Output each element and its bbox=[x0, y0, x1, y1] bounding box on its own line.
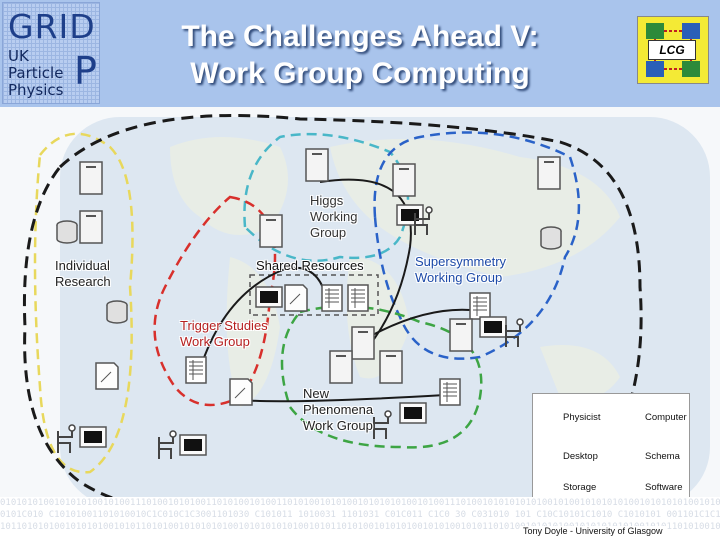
desktop-icon bbox=[479, 316, 507, 338]
slide-title-line1: The Challenges Ahead V: bbox=[181, 20, 539, 53]
desktop-icon bbox=[79, 426, 107, 448]
schema-icon bbox=[185, 356, 207, 384]
computer-icon bbox=[79, 161, 103, 195]
desktop-icon bbox=[179, 434, 207, 456]
computer-icon bbox=[329, 350, 353, 384]
new-phenomena-work-group-region bbox=[280, 305, 483, 449]
binary-line-3: 1011010101001010101001010110101001010101… bbox=[0, 522, 720, 532]
slide-credit: Tony Doyle - University of Glasgow bbox=[520, 526, 666, 536]
software-icon bbox=[229, 378, 253, 406]
legend-desktop-label: Desktop bbox=[563, 451, 598, 462]
computer-icon bbox=[537, 156, 561, 190]
legend-storage-label: Storage bbox=[563, 482, 597, 493]
gridpp-logo-physics: Physics bbox=[8, 81, 64, 99]
workgroup-diagram bbox=[22, 114, 643, 520]
legend-computer-label: Computer bbox=[645, 412, 687, 423]
trigger-studies-label: Trigger Studies Work Group bbox=[180, 318, 268, 349]
physicist-icon bbox=[57, 424, 76, 454]
schema-icon bbox=[321, 284, 343, 312]
arrow-higgs-to-newphen bbox=[319, 178, 412, 348]
header-bar: GRID UK Particle Physics P The Challenge… bbox=[0, 0, 720, 107]
gridpp-logo-grid-text: GRID bbox=[8, 7, 96, 46]
computer-icon bbox=[79, 210, 103, 244]
computer-icon bbox=[379, 350, 403, 384]
arrow-trigger-to-newphen bbox=[239, 394, 446, 403]
physicist-icon bbox=[373, 410, 392, 440]
gridpp-logo-p-letter: P bbox=[74, 49, 97, 93]
physicist-icon bbox=[158, 430, 177, 460]
schema-icon bbox=[347, 284, 369, 312]
trigger-studies-work-group-region bbox=[153, 195, 277, 407]
computer-icon bbox=[259, 214, 283, 248]
desktop-icon bbox=[255, 286, 283, 308]
software-icon bbox=[284, 284, 308, 312]
supersymmetry-working-group-label: Supersymmetry Working Group bbox=[415, 254, 507, 285]
storage-icon bbox=[106, 300, 128, 324]
legend-software-label: Software bbox=[645, 482, 683, 493]
legend-physicist-label: Physicist bbox=[563, 412, 601, 423]
desktop-icon bbox=[396, 204, 424, 226]
new-phenomena-label: New Phenomena Work Group bbox=[303, 386, 374, 433]
legend-schema-label: Schema bbox=[645, 451, 680, 462]
binary-line-2: 0101C010 C10101001101010010C1C010C1C3001… bbox=[0, 510, 720, 520]
supersymmetry-working-group-region bbox=[373, 131, 581, 360]
computer-icon bbox=[305, 148, 329, 182]
higgs-working-group-label: Higgs Working Group bbox=[310, 193, 358, 240]
gridpp-logo-particle: Particle bbox=[8, 64, 64, 82]
lcg-logo-label: LCG bbox=[648, 40, 696, 60]
storage-icon bbox=[540, 226, 562, 250]
gridpp-logo: GRID UK Particle Physics P bbox=[2, 2, 100, 104]
individual-research-region bbox=[33, 132, 134, 474]
desktop-icon bbox=[399, 402, 427, 424]
binary-line-1: 0101010100101010100101001110100101010011… bbox=[0, 498, 720, 508]
schema-icon bbox=[469, 292, 491, 320]
arrow-trigger-to-shared bbox=[199, 266, 326, 370]
storage-icon bbox=[56, 220, 78, 244]
software-icon bbox=[95, 362, 119, 390]
computer-icon bbox=[392, 163, 416, 197]
legend bbox=[532, 393, 690, 499]
gridpp-logo-uk: UK bbox=[8, 47, 29, 65]
schema-icon bbox=[439, 378, 461, 406]
shared-resources-label: Shared Resources bbox=[256, 258, 364, 273]
computer-icon bbox=[351, 326, 375, 360]
computer-icon bbox=[449, 318, 473, 352]
individual-research-label: Individual Research bbox=[55, 258, 111, 289]
slide-title: The Challenges Ahead V: Work Group Compu… bbox=[120, 18, 600, 92]
slide-title-line2: Work Group Computing bbox=[190, 57, 530, 90]
